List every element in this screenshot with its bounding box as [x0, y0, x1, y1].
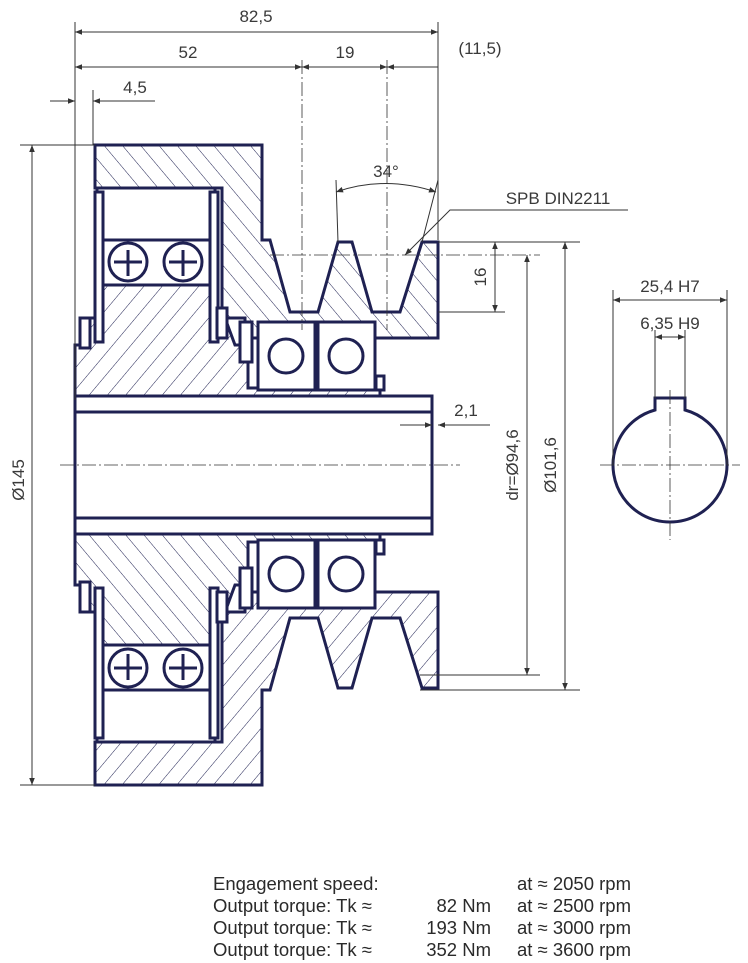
dim-4-5: 4,5: [123, 78, 147, 97]
spec-label: Output torque: Tk ≈: [213, 895, 372, 916]
dim-overall-length: 82,5: [239, 7, 272, 26]
dim-groove-depth: 16: [471, 268, 490, 287]
spec-torque: 82 Nm: [436, 895, 492, 916]
bore-keyway-view: [600, 290, 740, 540]
spec-label: Output torque: Tk ≈: [213, 917, 372, 938]
spec-label: Output torque: Tk ≈: [213, 939, 372, 960]
dim-keyway: 6,35 H9: [640, 314, 700, 333]
dim-datum-diameter: dr=Ø94,6: [503, 429, 522, 500]
dim-groove-angle: 34°: [373, 162, 399, 181]
spec-speed: at ≈ 3000 rpm: [516, 917, 631, 938]
upper-section: [73, 143, 440, 398]
spec-speed: at ≈ 2050 rpm: [516, 873, 631, 894]
spec-torque: 193 Nm: [426, 917, 491, 938]
spec-row: Engagement speed: at ≈ 2050 rpm: [213, 873, 631, 895]
spec-label: Engagement speed:: [213, 873, 379, 894]
belt-profile-label: SPB DIN2211: [506, 189, 611, 208]
dim-outer-diameter: Ø145: [9, 459, 28, 501]
dim-pulley-diameter: Ø101,6: [541, 437, 560, 493]
spec-speed: at ≈ 3600 rpm: [516, 939, 631, 960]
performance-specs: Engagement speed: at ≈ 2050 rpm Output to…: [213, 873, 631, 961]
spec-torque: [413, 873, 491, 895]
dim-groove-pitch: 19: [336, 43, 355, 62]
spec-row: Output torque: Tk ≈ 82 Nm at ≈ 2500 rpm: [213, 895, 631, 917]
lower-section: [73, 532, 440, 787]
spec-row: Output torque: Tk ≈ 193 Nm at ≈ 3000 rpm: [213, 917, 631, 939]
dim-bore: 25,4 H7: [640, 277, 700, 296]
spec-torque: 352 Nm: [426, 939, 491, 960]
spec-row: Output torque: Tk ≈ 352 Nm at ≈ 3600 rpm: [213, 939, 631, 961]
dim-52: 52: [179, 43, 198, 62]
spec-speed: at ≈ 2500 rpm: [516, 895, 631, 916]
dim-offset: (11,5): [458, 39, 501, 58]
dim-clearance: 2,1: [454, 401, 478, 420]
